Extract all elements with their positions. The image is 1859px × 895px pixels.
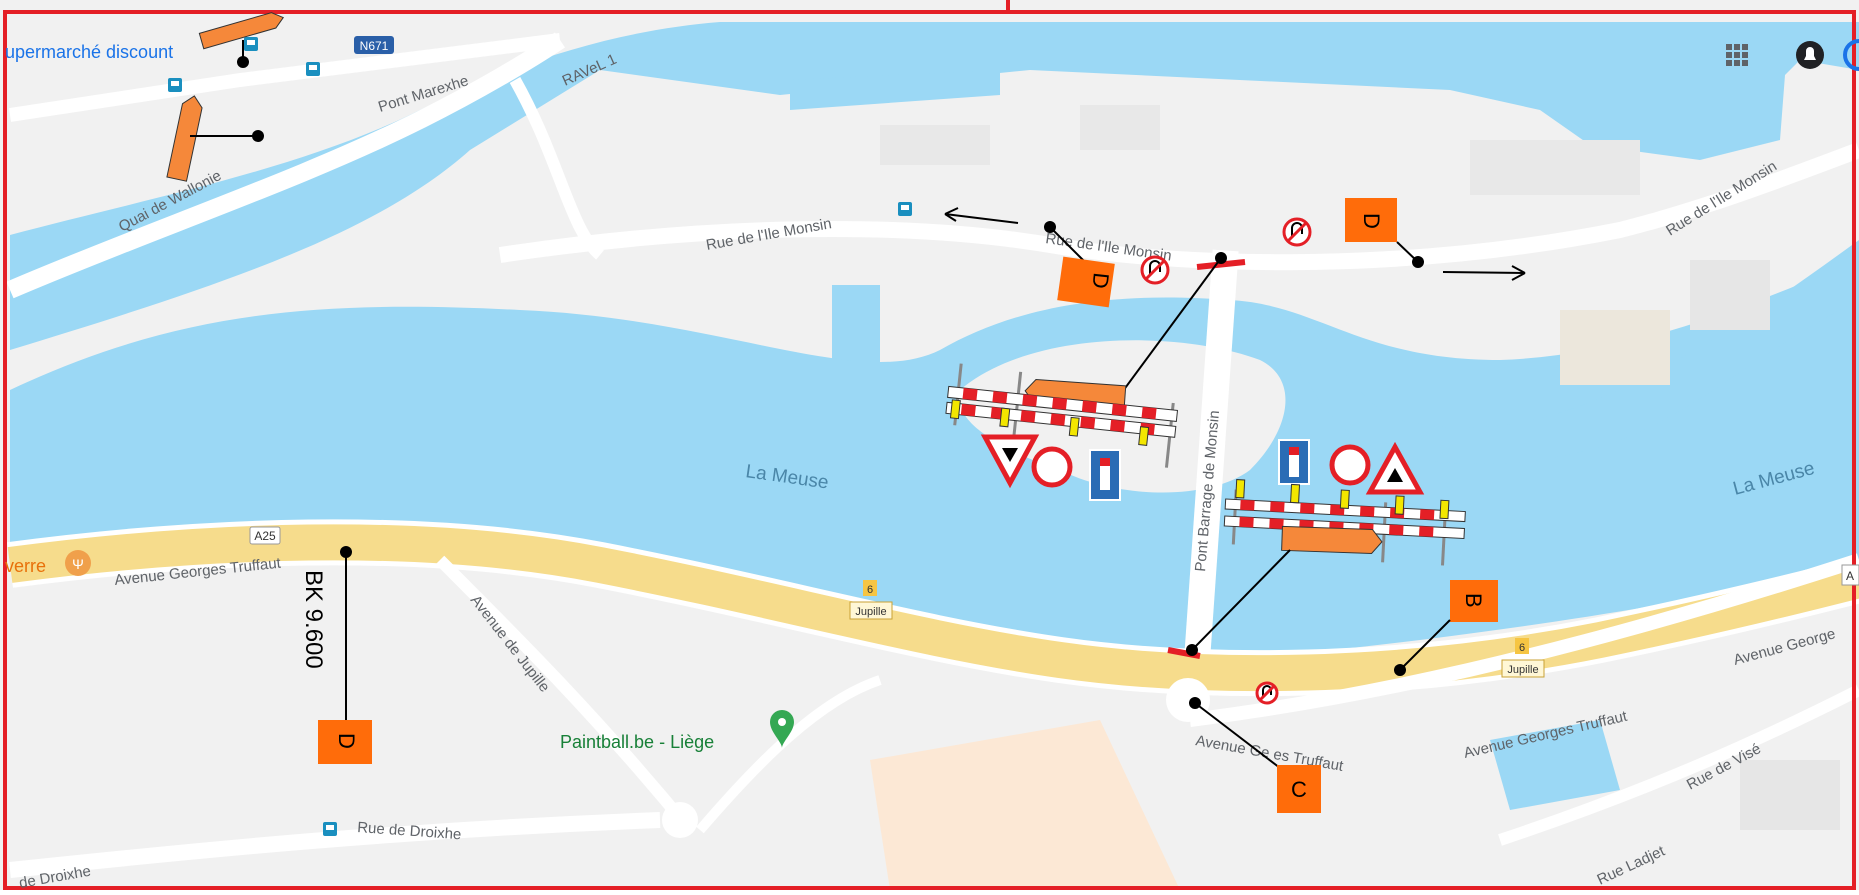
road-truffaut-lower	[1189, 553, 1859, 727]
bus-stop-icon[interactable]	[244, 37, 258, 51]
building	[1080, 105, 1160, 150]
marker-dot	[1394, 664, 1406, 676]
road-ramp	[509, 77, 605, 260]
arrow-left-icon	[944, 207, 959, 222]
bus-stop-icon[interactable]	[323, 822, 337, 836]
svg-text:Ψ: Ψ	[72, 556, 84, 572]
bus-stop-icon[interactable]	[168, 78, 182, 92]
callout-b	[1450, 580, 1498, 622]
barrage-bridge	[1183, 249, 1239, 671]
one-way-icon	[1278, 439, 1310, 485]
callout-b-label: B	[1461, 593, 1486, 608]
route-shield-a	[1841, 564, 1859, 586]
poi-verre[interactable]: verre	[5, 556, 46, 576]
marker-dot	[237, 56, 249, 68]
building	[880, 125, 990, 165]
route-shield-n671	[354, 36, 394, 54]
callout-d-bottom-label: D	[334, 733, 359, 749]
dock-basin	[790, 70, 1000, 110]
no-u-turn-icon	[1255, 681, 1279, 705]
restaurant-icon[interactable]	[65, 550, 91, 576]
apps-grid-icon[interactable]	[1726, 44, 1748, 66]
route-n671: N671	[360, 39, 389, 53]
river-meuse	[10, 260, 1859, 665]
account-avatar[interactable]	[1843, 39, 1859, 71]
poi-supermarket[interactable]: upermarché discount	[5, 42, 173, 62]
building	[1560, 310, 1670, 385]
route-shield-a25	[249, 526, 281, 545]
callout-d-top-right-label: D	[1359, 213, 1384, 229]
marker-dot	[1412, 256, 1424, 268]
no-u-turn-icon	[1282, 217, 1312, 247]
roundabout	[1166, 678, 1210, 722]
exit-num-2: 6	[1519, 642, 1525, 654]
no-entry-icon	[1329, 444, 1371, 486]
one-way-icon	[1089, 449, 1121, 501]
road-droixhe	[9, 812, 661, 878]
route-a25: A25	[254, 529, 276, 543]
building	[1690, 260, 1770, 330]
place-pin-icon[interactable]	[770, 710, 794, 748]
exit-num-1: 6	[867, 584, 873, 596]
callout-c	[1277, 765, 1321, 813]
building-large	[870, 720, 1180, 890]
arrow-board-icon	[198, 12, 285, 50]
arrow-right-icon	[1511, 265, 1526, 281]
poi-paintball[interactable]: Paintball.be - Liège	[560, 732, 714, 752]
callout-c-label: C	[1291, 777, 1307, 802]
exit-jupille-2: Jupille	[1507, 664, 1538, 676]
callout-d-top-left	[1057, 256, 1115, 308]
bk-marker-label: BK 9.600	[300, 570, 327, 669]
road-quai-wallonie	[6, 32, 565, 299]
arrow-board-icon	[1281, 525, 1383, 554]
barrier-icon	[1223, 479, 1466, 566]
building	[1470, 140, 1640, 195]
no-entry-icon	[1031, 446, 1073, 488]
callout-d-bottom	[318, 720, 372, 764]
exit-jupille-1: Jupille	[855, 606, 886, 618]
map-frame	[3, 10, 1856, 890]
arrow-board-icon	[166, 95, 203, 182]
callout-d-top-right	[1345, 198, 1397, 242]
callout-d-top-left-label: D	[1087, 271, 1114, 289]
closure-bar	[1196, 259, 1246, 270]
bus-stop-icon[interactable]	[306, 62, 320, 76]
route-a: A	[1846, 569, 1854, 583]
building	[1740, 760, 1840, 830]
upper-canal	[10, 22, 1859, 350]
barrier-icon	[945, 363, 1179, 468]
road-connector	[696, 675, 882, 834]
bus-stop-icon[interactable]	[898, 202, 912, 216]
road-works-icon	[980, 434, 1040, 489]
marker-dot	[252, 130, 264, 142]
no-u-turn-icon	[1140, 255, 1170, 285]
road-n671	[8, 33, 561, 122]
river-branch	[1290, 240, 1859, 464]
road-avenue-jupille	[435, 555, 695, 834]
road-vise	[1498, 684, 1859, 846]
pond	[1490, 720, 1620, 810]
road-works-icon	[1365, 441, 1425, 495]
roundabout-west	[662, 802, 698, 838]
